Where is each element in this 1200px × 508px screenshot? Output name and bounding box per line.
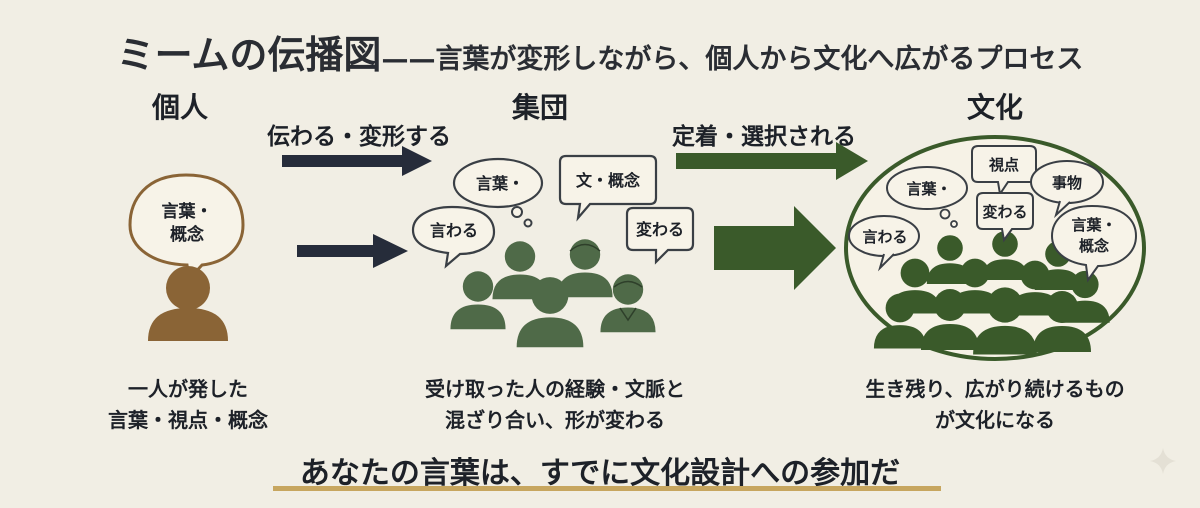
individual-bubble-line2: 概念 — [170, 224, 204, 245]
group-bubble-iwaru: 言わる — [411, 205, 496, 269]
heading-culture: 文化 — [966, 91, 1023, 124]
culture-bubble-iwaru: 言わる — [848, 215, 920, 272]
arrow-label-select: 定着・選択される — [672, 124, 856, 150]
group-bubble-kotoba: 言葉・ — [452, 157, 544, 228]
arrow-transmit-upper — [282, 146, 432, 176]
footer-message: あなたの言葉は、すでに文化設計への参加だ — [299, 456, 901, 491]
culture-bubble-kotoba-gainen: 言葉・ 概念 — [1050, 204, 1138, 283]
culture-bubble-text-3: 事物 — [1052, 174, 1082, 192]
culture-bubble-text-5: 言わる — [862, 228, 907, 246]
sparkle-icon — [1150, 448, 1176, 474]
caption-culture-line1: 生き残り、広がり続けるもの — [865, 377, 1125, 401]
group-bubble-text-4: 変わる — [636, 220, 684, 239]
culture-bubble-kawaru: 変わる — [976, 192, 1034, 243]
footer-underline — [273, 486, 941, 491]
culture-bubble-text-7: 概念 — [1079, 237, 1109, 255]
page-title: ミームの伝播図——言葉が変形しながら、個人から文化へ広がるプロセス — [0, 24, 1200, 79]
heading-group: 集団 — [511, 91, 568, 124]
caption-culture-line2: が文化になる — [935, 408, 1055, 432]
culture-bubble-kotoba: 言葉・ — [886, 166, 968, 228]
title-subtitle: ——言葉が変形しながら、個人から文化へ広がるプロセス — [381, 44, 1084, 75]
caption-individual-line1: 一人が発した — [128, 377, 248, 401]
culture-bubble-text-4: 変わる — [982, 203, 1027, 221]
culture-bubble-text-2: 言葉・ — [906, 180, 951, 198]
group-bubble-text-3: 言わる — [430, 221, 478, 240]
group-bubble-bun: 文・概念 — [558, 154, 658, 222]
caption-individual: 一人が発した 言葉・視点・概念 — [88, 374, 288, 436]
group-bubble-kawaru: 変わる — [625, 206, 695, 265]
culture-bubble-jibutsu: 事物 — [1030, 160, 1104, 219]
heading-individual: 個人 — [151, 91, 208, 124]
arrow-transmit-lower — [297, 234, 408, 268]
culture-bubble-text-6: 言葉・ — [1071, 216, 1116, 234]
caption-individual-line2: 言葉・視点・概念 — [108, 408, 268, 432]
group-crowd-icon — [450, 239, 656, 348]
individual-speech-bubble: 言葉・ 概念 — [128, 173, 245, 283]
caption-culture: 生き残り、広がり続けるもの が文化になる — [840, 374, 1150, 436]
group-bubble-text-2: 文・概念 — [576, 171, 641, 190]
group-bubble-text-1: 言葉・ — [476, 174, 524, 193]
caption-group-line2: 混ざり合い、形が変わる — [445, 408, 665, 432]
arrow-select-upper — [676, 142, 868, 180]
group-face-details — [569, 243, 643, 322]
arrow-label-transmit: 伝わる・変形する — [267, 124, 451, 150]
culture-bubble-text-1: 視点 — [988, 156, 1019, 174]
individual-bubble-line1: 言葉・ — [162, 201, 213, 222]
caption-group-line1: 受け取った人の経験・文脈と — [425, 377, 685, 401]
arrow-select-lower — [714, 206, 836, 290]
individual-person-icon — [148, 266, 228, 341]
caption-group: 受け取った人の経験・文脈と 混ざり合い、形が変わる — [400, 374, 710, 436]
title-main: ミームの伝播図 — [116, 32, 382, 77]
